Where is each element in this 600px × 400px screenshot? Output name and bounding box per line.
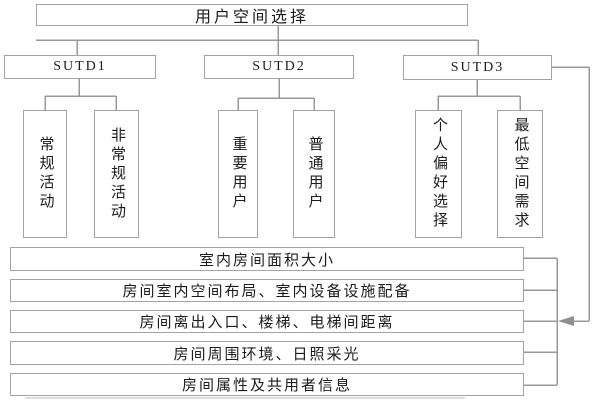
node-label: 常规活动 <box>37 136 54 212</box>
node-label: SUTD1 <box>53 59 107 74</box>
bar-label: 房间属性及共用者信息 <box>181 378 352 394</box>
bar-room-attributes-cousers: 房间属性及共用者信息 <box>10 373 524 396</box>
node-user-space-selection: 用户空间选择 <box>36 4 468 26</box>
node-label: 非常规活动 <box>109 126 125 222</box>
bar-distance-entrance-stairs-elevator: 房间离出入口、楼梯、电梯间距离 <box>10 310 524 333</box>
node-label: SUTD3 <box>450 59 505 75</box>
node-minimum-space-need: 最低空间需求 <box>497 110 543 238</box>
node-important-users: 重要用户 <box>218 110 258 238</box>
bar-label: 房间室内空间布局、室内设备设施配备 <box>122 284 412 300</box>
node-sutd3: SUTD3 <box>403 55 552 80</box>
arrow-left-icon <box>558 316 574 326</box>
node-sutd1: SUTD1 <box>4 55 156 79</box>
node-label: SUTD2 <box>252 59 306 74</box>
node-label: 个人偏好选择 <box>431 117 447 231</box>
node-label: 用户空间选择 <box>194 9 309 26</box>
node-regular-activities: 常规活动 <box>23 110 67 238</box>
node-label: 重要用户 <box>230 136 247 212</box>
scan-artifact <box>25 397 465 399</box>
bar-label: 房间离出入口、楼梯、电梯间距离 <box>139 315 395 331</box>
node-label: 普通用户 <box>306 136 323 212</box>
bar-label: 房间周围环境、日照采光 <box>173 346 361 363</box>
node-personal-preference: 个人偏好选择 <box>415 110 462 238</box>
node-label: 最低空间需求 <box>512 117 529 231</box>
node-irregular-activities: 非常规活动 <box>94 110 139 238</box>
node-sutd2: SUTD2 <box>204 55 354 79</box>
bar-surroundings-daylight: 房间周围环境、日照采光 <box>10 341 524 365</box>
bar-room-area-size: 室内房间面积大小 <box>10 247 524 271</box>
bar-label: 室内房间面积大小 <box>198 252 335 269</box>
bar-room-layout-equipment: 房间室内空间布局、室内设备设施配备 <box>10 279 524 302</box>
node-ordinary-users: 普通用户 <box>293 110 335 238</box>
